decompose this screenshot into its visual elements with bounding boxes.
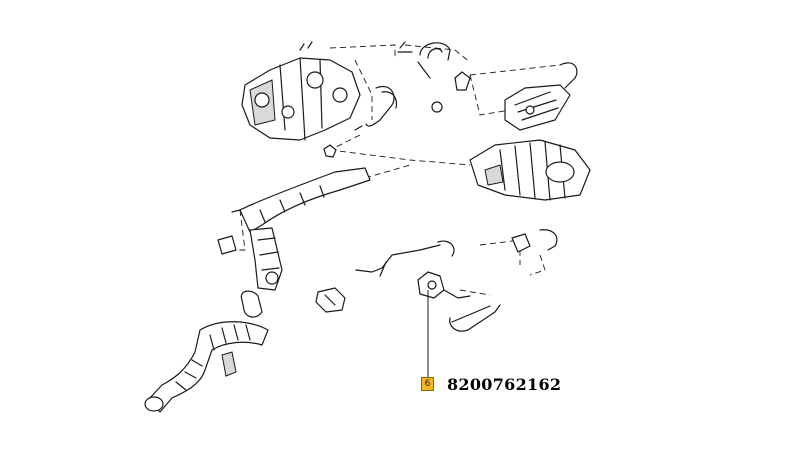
- vertical-intake-pipe: [217, 227, 283, 291]
- small-fitting: [511, 229, 558, 253]
- turbo-intercooler-assembly: [469, 139, 591, 201]
- pressure-sensor-part-6: [417, 271, 501, 332]
- hose-clamp: [240, 290, 263, 318]
- intake-air-hose: [231, 167, 371, 233]
- mounting-bracket: [315, 287, 346, 313]
- corrugated-lower-hose: [144, 321, 269, 413]
- part-number-label: 8200762162: [447, 375, 562, 394]
- part-callout-badge[interactable]: 6: [421, 377, 434, 391]
- small-bent-hose: [365, 85, 443, 127]
- egr-valve-manifold-assembly: [241, 41, 363, 158]
- assembly-dashed-lines: [230, 44, 561, 296]
- j-shaped-pipe: [397, 41, 471, 91]
- sensor-pipe: [355, 240, 455, 277]
- egr-cooler: [504, 62, 578, 131]
